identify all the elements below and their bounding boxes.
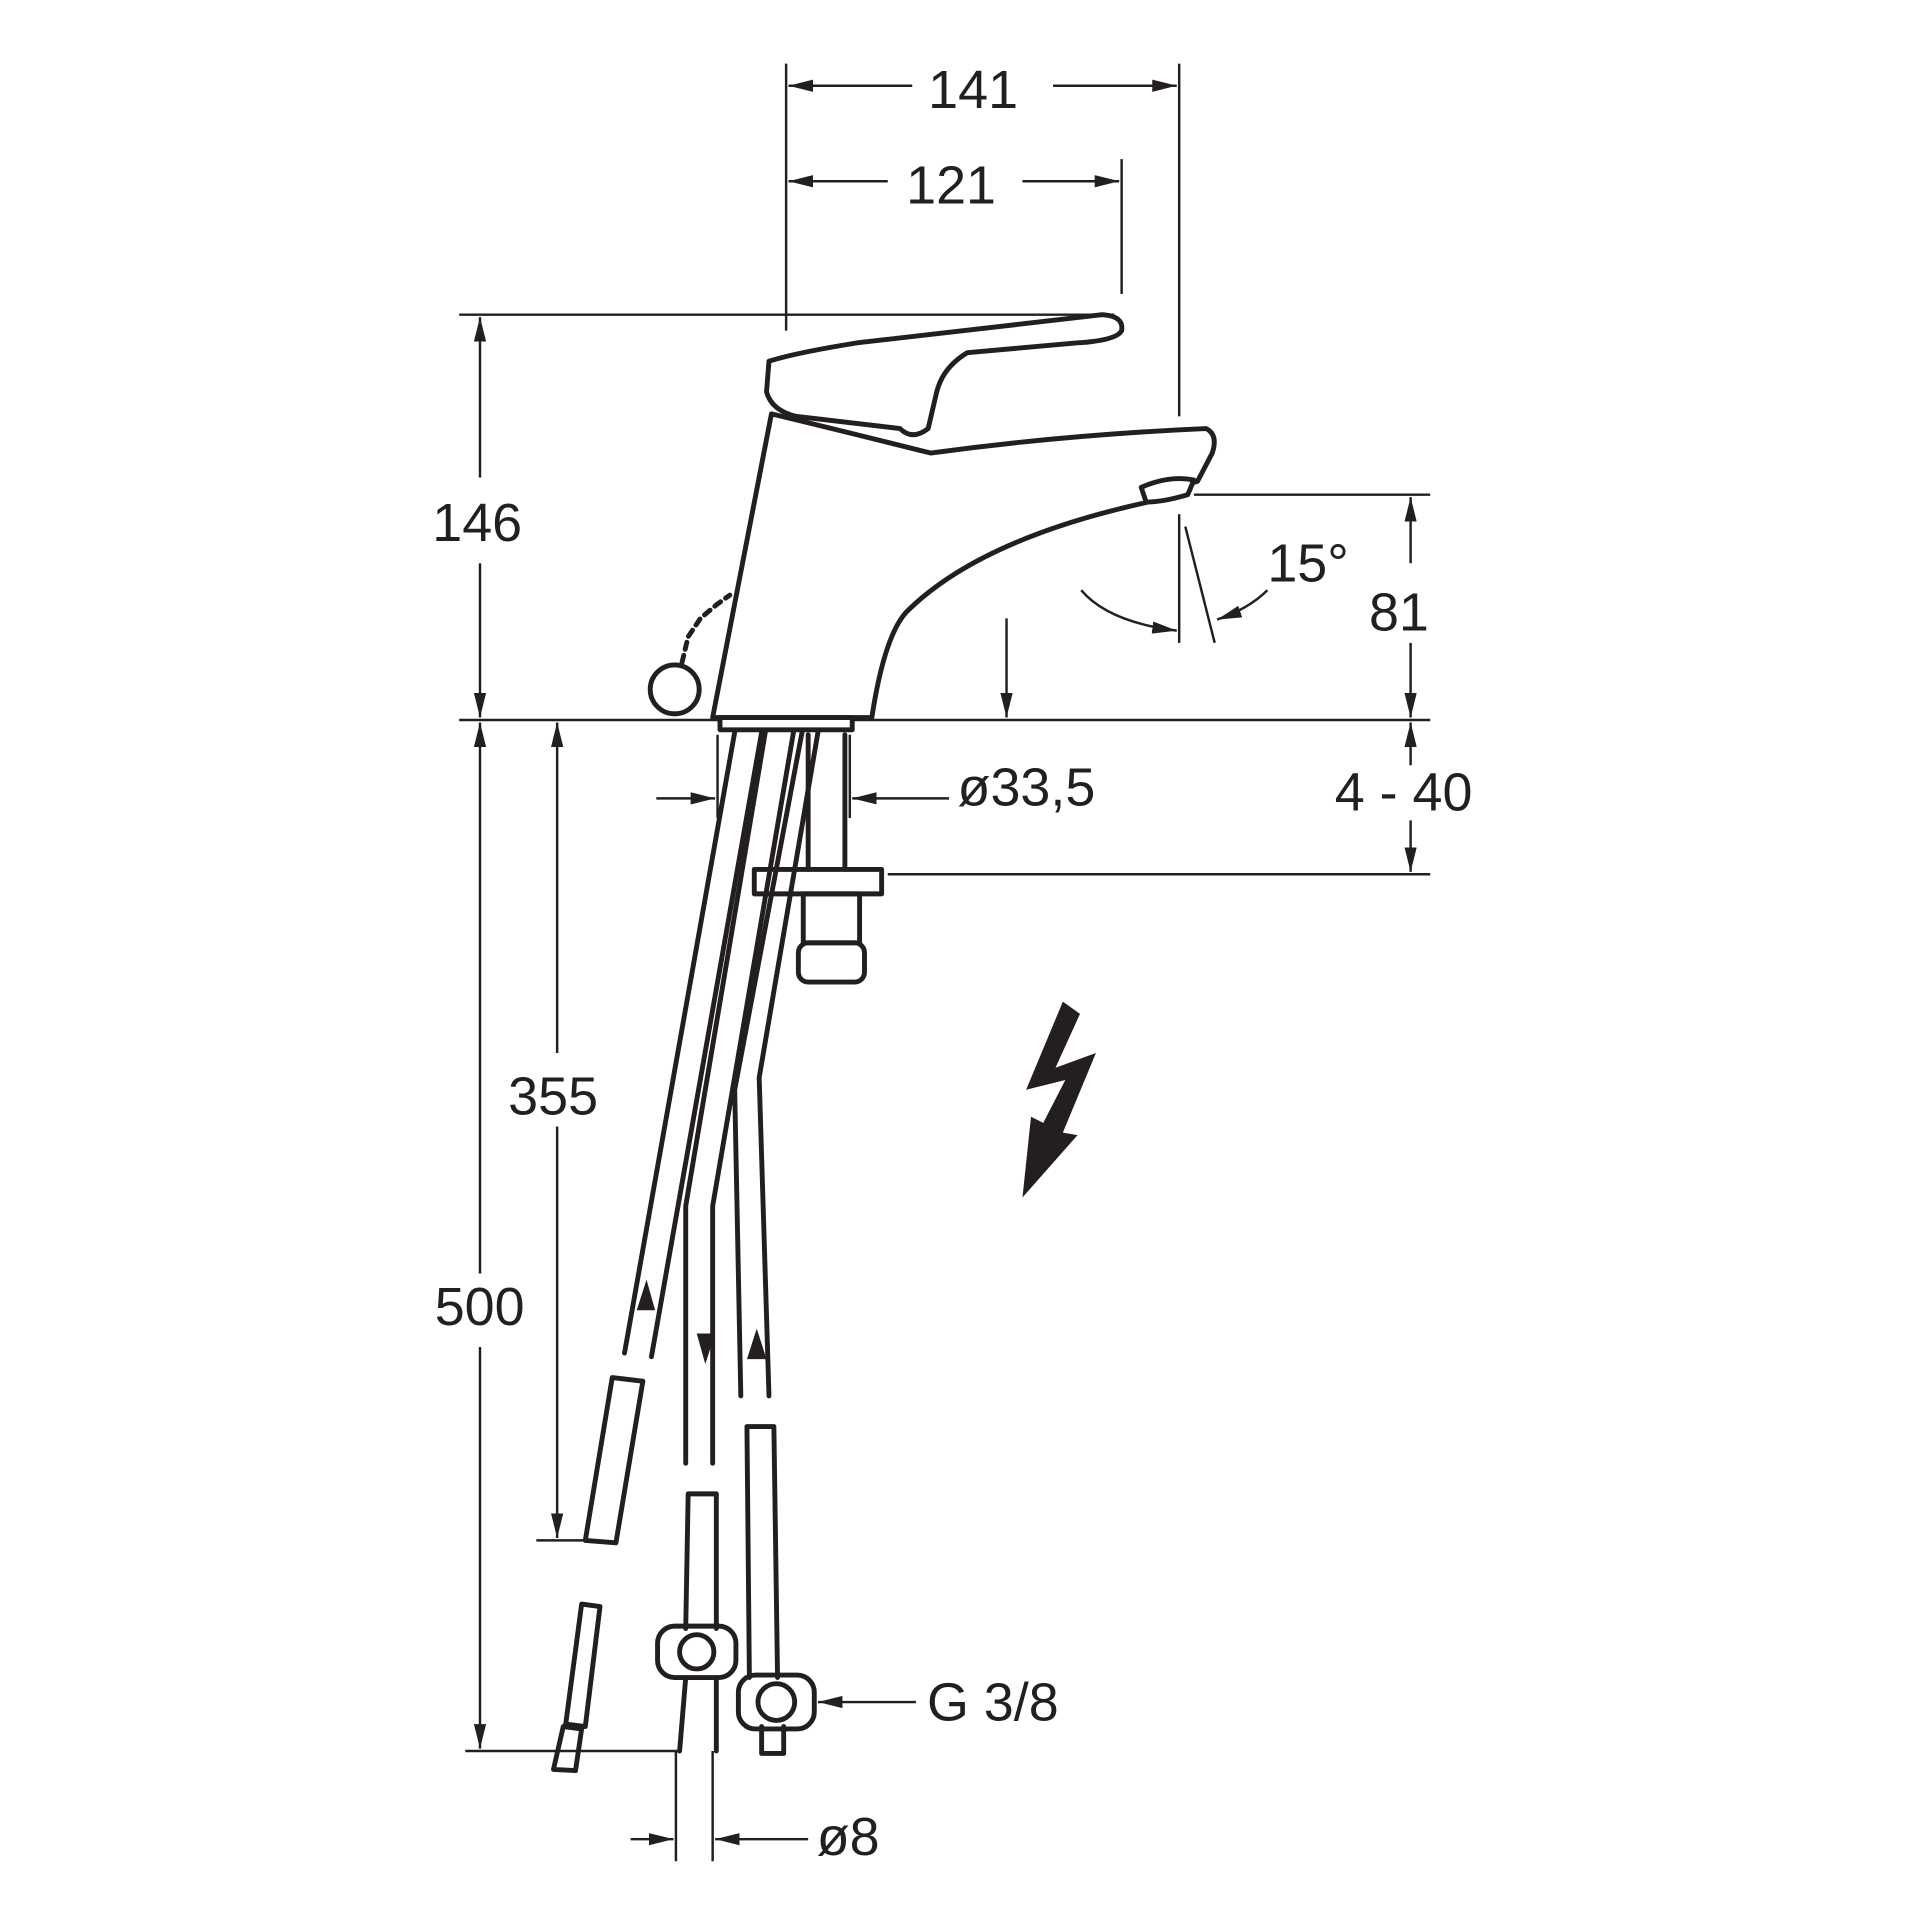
flow-arrows	[636, 1279, 767, 1365]
label-500: 500	[435, 1277, 525, 1337]
plug-ring	[647, 662, 702, 717]
hoses	[551, 729, 885, 1774]
label-15-degree: 15°	[1267, 534, 1348, 594]
lever-handle	[764, 312, 1125, 438]
label-81: 81	[1369, 583, 1429, 643]
label-146: 146	[432, 493, 522, 553]
label-141: 141	[928, 60, 1018, 120]
dimension-lines	[473, 79, 1417, 1846]
label-diameter-8: ø8	[817, 1807, 880, 1867]
label-g-3-8: G 3/8	[927, 1672, 1059, 1732]
extension-lines	[459, 63, 1431, 1862]
electric-bolt-icon	[1022, 1001, 1096, 1198]
dimension-labels: 141 121 146 15° 81 ø33,5 4 - 40 355 500 …	[432, 60, 1472, 1867]
label-121: 121	[906, 155, 996, 215]
faucet-body	[647, 312, 1217, 733]
label-355: 355	[508, 1066, 598, 1126]
label-diameter-33-5: ø33,5	[958, 758, 1096, 818]
label-4-40: 4 - 40	[1335, 763, 1473, 823]
